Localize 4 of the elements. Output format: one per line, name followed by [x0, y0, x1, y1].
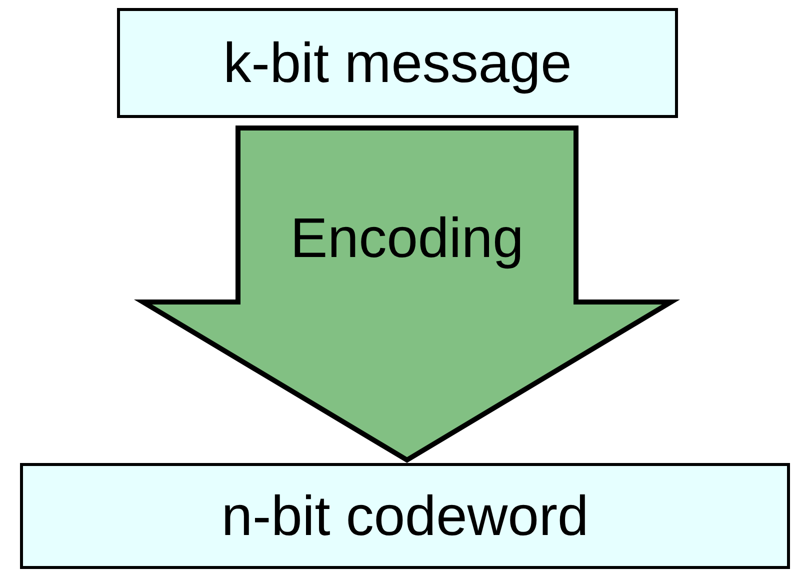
- box-label: n-bit codeword: [221, 488, 589, 544]
- process-box: [117, 8, 678, 118]
- block-arrow: [134, 126, 680, 463]
- process-box: [20, 463, 790, 569]
